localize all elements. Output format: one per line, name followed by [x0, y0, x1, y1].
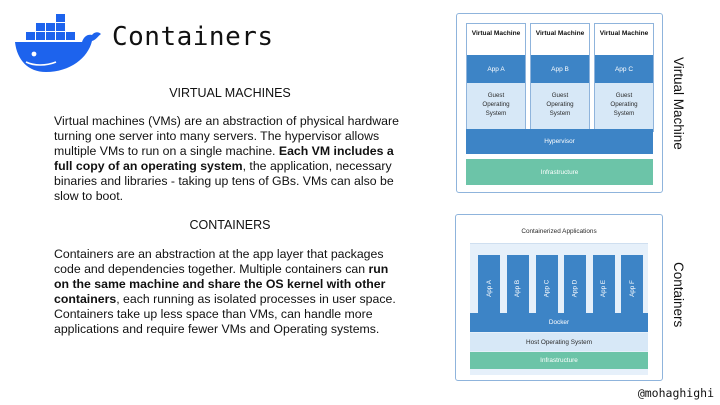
guest-os-line: System: [613, 110, 635, 117]
vm-text-part-3: , the application, necessary binaries an…: [54, 159, 394, 203]
guest-os-line: System: [485, 110, 507, 117]
guest-os-line: Guest: [487, 92, 505, 99]
vm-column: Virtual Machine App B Guest Operating Sy…: [530, 23, 590, 132]
container-app-label: App B: [514, 279, 522, 298]
vm-text-bold: Each VM includes a full copy of an opera…: [54, 144, 394, 173]
containers-diagram: Containerized Applications App A App B A…: [455, 214, 663, 381]
vm-app-block: App C: [595, 55, 653, 83]
container-app-label: App E: [600, 279, 608, 298]
vm-column-title: Virtual Machine: [599, 30, 649, 37]
guest-os-line: Operating: [610, 101, 638, 108]
vm-guest-os: Guest Operating System: [531, 83, 589, 132]
guest-os-line: Guest: [551, 92, 569, 99]
container-app-label: App A: [485, 280, 493, 297]
container-app: App D: [564, 255, 586, 322]
vm-column: Virtual Machine App C Guest Operating Sy…: [594, 23, 654, 132]
container-app-label: App D: [571, 279, 579, 298]
ct-text-part-1: Containers are an abstraction at the app…: [54, 247, 384, 276]
header-divider: [470, 243, 648, 244]
containers-infrastructure-layer: Infrastructure: [470, 352, 648, 369]
author-handle: @mohaghighi: [637, 386, 714, 400]
vm-column-title: Virtual Machine: [535, 30, 585, 37]
container-app: App E: [593, 255, 615, 322]
docker-layer: Docker: [470, 313, 648, 332]
container-app: App F: [621, 255, 643, 322]
vm-app-block: App A: [467, 55, 525, 83]
containerized-apps-header: Containerized Applications: [521, 228, 597, 235]
vm-app-block: App B: [531, 55, 589, 83]
vm-text-part-1: Virtual machines (VMs) are an abstractio…: [54, 114, 399, 158]
guest-os-line: Operating: [482, 101, 510, 108]
guest-os-line: Guest: [615, 92, 633, 99]
hypervisor-layer: Hypervisor: [466, 129, 653, 154]
slide-title: Containers: [112, 22, 274, 52]
vm-guest-os: Guest Operating System: [595, 83, 653, 132]
vm-paragraph: Virtual machines (VMs) are an abstractio…: [54, 114, 406, 204]
docker-whale-logo: [15, 14, 101, 72]
container-app: App C: [536, 255, 558, 322]
vm-infrastructure-layer: Infrastructure: [466, 159, 653, 185]
container-app: App B: [507, 255, 529, 322]
container-app-label: App F: [628, 280, 636, 297]
vm-column-title: Virtual Machine: [471, 30, 521, 37]
vm-side-label: Virtual Machine: [671, 57, 686, 150]
containers-section-heading: CONTAINERS: [189, 218, 271, 232]
container-app: App A: [478, 255, 500, 322]
vm-column: Virtual Machine App A Guest Operating Sy…: [466, 23, 526, 132]
ct-text-part-3: , each running as isolated processes in …: [54, 292, 396, 336]
guest-os-line: System: [549, 110, 571, 117]
containers-paragraph: Containers are an abstraction at the app…: [54, 247, 406, 337]
container-app-label: App C: [543, 279, 551, 298]
vm-diagram: Virtual Machine App A Guest Operating Sy…: [456, 13, 663, 193]
containers-side-label: Containers: [671, 262, 686, 328]
vm-guest-os: Guest Operating System: [467, 83, 525, 132]
guest-os-line: Operating: [546, 101, 574, 108]
vm-section-heading: VIRTUAL MACHINES: [169, 86, 291, 100]
ct-text-bold: run on the same machine and share the OS…: [54, 262, 389, 306]
host-os-layer: Host Operating System: [470, 333, 648, 351]
